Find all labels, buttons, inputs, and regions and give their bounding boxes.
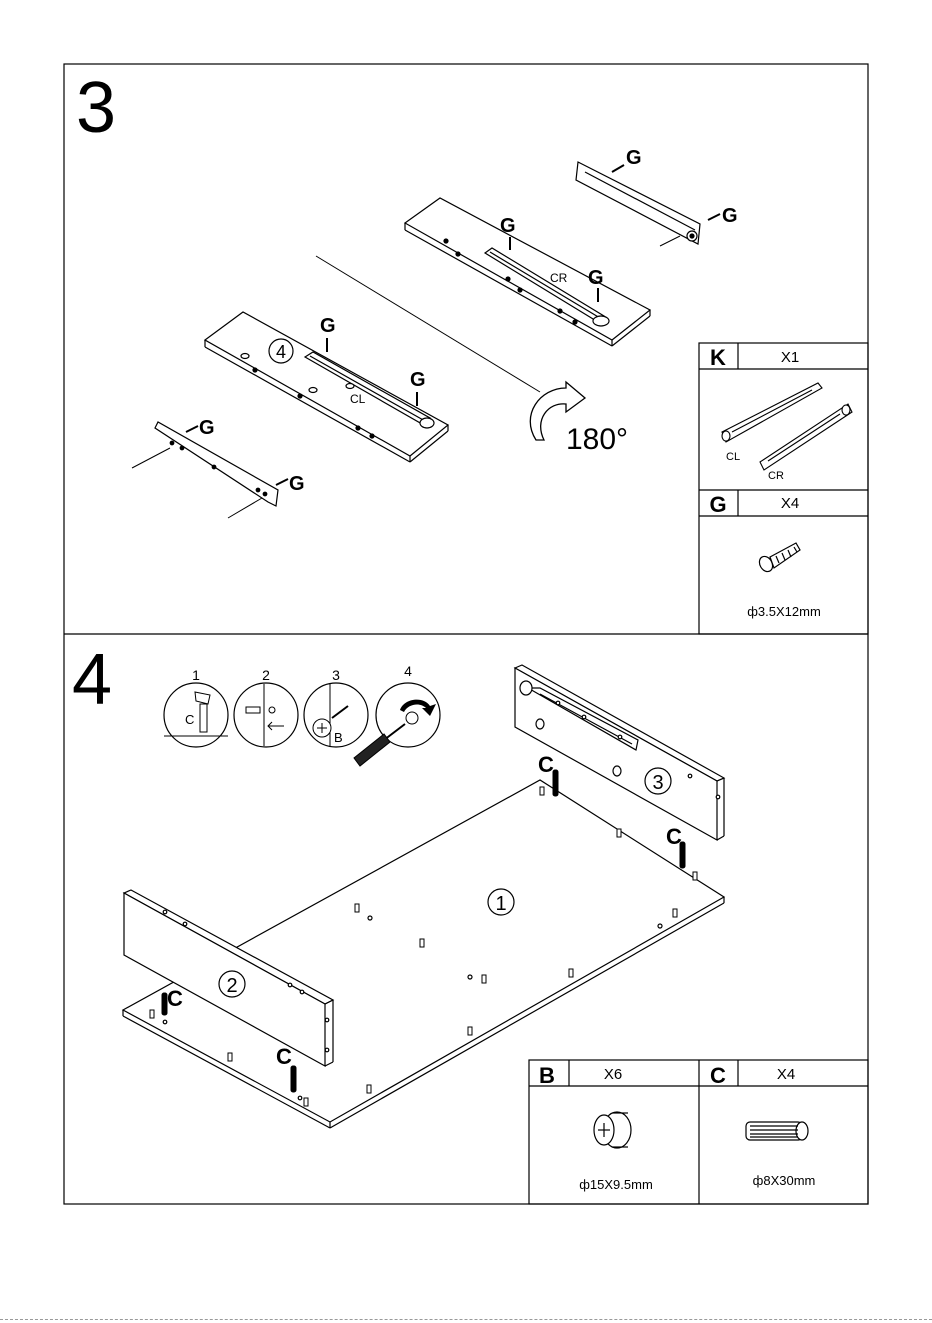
part-c-spec: ф8X30mm (753, 1173, 816, 1188)
part-g-spec: ф3.5X12mm (747, 604, 821, 619)
label-c-1: C (538, 752, 554, 777)
label-g-7: G (199, 417, 215, 439)
substep-1-detail (164, 683, 228, 747)
part-g-qty: X4 (781, 495, 799, 512)
substep-4-number: 4 (404, 663, 412, 679)
label-g-4: G (588, 267, 604, 289)
part-k-qty: X1 (781, 349, 799, 366)
label-g-5: G (320, 315, 336, 337)
substep-1-number: 1 (192, 667, 200, 683)
substep-3-b-label: B (334, 730, 343, 745)
label-g-2: G (722, 205, 738, 227)
panel-3-label: 3 (652, 772, 663, 794)
step-3-number: 3 (76, 68, 116, 148)
part-k-slide-rails-icon (722, 383, 852, 470)
label-c-3: C (167, 986, 183, 1011)
rotation-label: 180° (566, 423, 628, 456)
screw-icon (757, 543, 800, 574)
label-c-2: C (666, 824, 682, 849)
part-b-qty: X6 (604, 1066, 622, 1083)
part-k-cr-label: CR (768, 470, 784, 482)
part-g-code: G (709, 492, 726, 517)
label-g-3: G (500, 215, 516, 237)
label-c-4: C (276, 1044, 292, 1069)
part-c-qty: X4 (777, 1066, 795, 1083)
wooden-dowel-icon (746, 1122, 808, 1140)
label-g-1: G (626, 147, 642, 169)
panel-4-label: 4 (276, 342, 286, 362)
substep-2-detail (234, 683, 298, 747)
label-cl: CL (350, 392, 366, 406)
board-1-label: 1 (495, 893, 506, 915)
part-k-code: K (710, 345, 726, 370)
screw-g-rail-top (612, 165, 624, 172)
parts-table-step-3 (699, 343, 868, 634)
substep-3-number: 3 (332, 667, 340, 683)
screw-g-rail-end (708, 214, 720, 220)
side-panel-right-with-rail (405, 198, 650, 346)
substep-2-number: 2 (262, 667, 270, 683)
part-b-spec: ф15X9.5mm (579, 1177, 653, 1192)
part-k-cl-label: CL (726, 451, 740, 463)
part-c-code: C (710, 1063, 726, 1088)
cam-lock-icon (594, 1112, 631, 1148)
panel-2-label: 2 (226, 975, 237, 997)
step-4-section: 4 1 C 2 3 B (72, 640, 868, 1204)
page-bottom-dashed-line (0, 1319, 932, 1320)
substep-1-c-label: C (185, 712, 194, 727)
label-g-8: G (289, 473, 305, 495)
label-g-6: G (410, 369, 426, 391)
step-3-section: 3 G G (76, 68, 868, 634)
part-b-code: B (539, 1063, 555, 1088)
label-cr: CR (550, 271, 568, 285)
slide-rail-right-floating (576, 162, 700, 246)
step-4-number: 4 (72, 640, 112, 720)
